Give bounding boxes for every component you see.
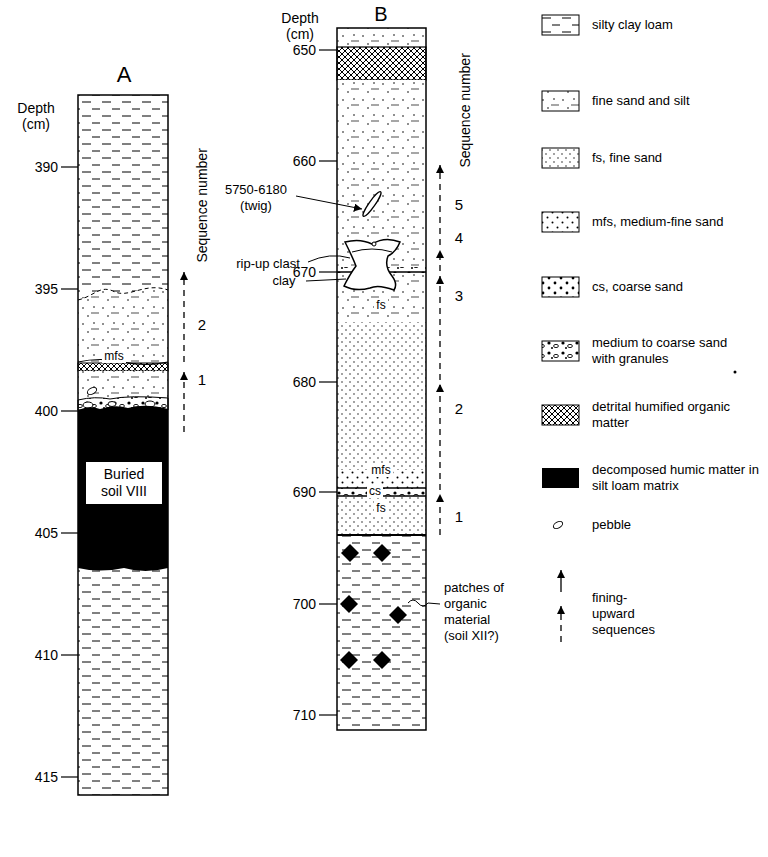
legend-text: cs, coarse sand (592, 279, 764, 295)
organic-band (337, 47, 426, 80)
label: 415 (35, 769, 58, 786)
legend-text: medium to coarse sand with granules (592, 335, 742, 367)
legend-text: fine sand and silt (592, 93, 764, 109)
silty-clay-loam (78, 95, 168, 795)
fine-sand-silt-layer (337, 28, 426, 47)
layer-contacts (337, 272, 426, 535)
silty-clay-loam (337, 28, 426, 730)
dashed-contact (78, 288, 168, 300)
column-a (61, 95, 184, 795)
label: 1 (198, 371, 206, 389)
fine-sand-silt-layer (337, 80, 426, 267)
label: 650 (293, 42, 316, 59)
label: 405 (35, 525, 58, 542)
fine-sand-silt-layer (78, 371, 168, 399)
label: 390 (35, 159, 58, 176)
label: mfs (102, 349, 125, 363)
label: 410 (35, 647, 58, 664)
label: 5 (455, 196, 463, 214)
pebble (372, 242, 376, 246)
label: patches of organic material (soil XII?) (444, 580, 506, 644)
label: 710 (293, 707, 316, 724)
label: rip-up clast (236, 256, 300, 272)
depth-ticks (319, 50, 337, 715)
legend-swatch (542, 468, 579, 488)
column-b (296, 28, 440, 730)
fine-sand-layer (337, 496, 426, 535)
legend-text: mfs, medium-fine sand (592, 214, 764, 230)
legend-text: silty clay loam (592, 17, 764, 33)
column-outline (78, 95, 168, 795)
legend-text: fs, fine sand (592, 150, 764, 166)
sequence-arrows (439, 165, 440, 535)
label: Depth (cm) (13, 100, 59, 132)
label: Sequence number (457, 53, 474, 167)
label: 395 (35, 281, 58, 298)
label: Depth (cm) (277, 10, 323, 42)
label: 3 (455, 287, 463, 305)
soil-label-box: Buried soil VIII (86, 462, 162, 504)
label: 2 (455, 400, 463, 418)
label: 690 (293, 484, 316, 501)
pebble (108, 402, 116, 407)
column-outline (337, 28, 426, 730)
label: 680 (293, 374, 316, 391)
label: clay (272, 273, 295, 289)
label: fs (374, 501, 387, 515)
sequence-arrows (183, 272, 184, 432)
node-text: Buried soil VIII (93, 466, 155, 500)
label: mfs (369, 463, 392, 477)
legend-text: detrital humified organic matter (592, 399, 764, 431)
label: 2 (198, 316, 206, 334)
pebble (86, 386, 98, 396)
pebble (83, 402, 93, 408)
label: A (117, 62, 132, 88)
label: 700 (293, 596, 316, 613)
label: 1 (455, 508, 463, 526)
label: 5750-6180 (225, 182, 287, 198)
leader-lines (296, 196, 440, 606)
label: Sequence number (194, 148, 211, 262)
buried-soil (78, 406, 168, 571)
label: cs (367, 484, 383, 498)
legend-swatches (542, 15, 737, 642)
twig (361, 190, 383, 218)
label: 660 (293, 153, 316, 170)
legend-text: decomposed humic matter in silt loam mat… (592, 462, 764, 494)
label: (twig) (240, 198, 272, 214)
label: B (374, 2, 387, 26)
legend-text: pebble (592, 517, 764, 533)
depth-ticks (61, 167, 78, 777)
label: fs (374, 298, 387, 312)
fine-sand-layer (337, 322, 426, 470)
label: 4 (455, 229, 463, 247)
legend-text: fining-upward sequences (592, 590, 664, 638)
organic-patches (340, 544, 407, 669)
label: 400 (35, 403, 58, 420)
rip-up-clast (344, 239, 400, 290)
clast-lamina (352, 249, 392, 252)
